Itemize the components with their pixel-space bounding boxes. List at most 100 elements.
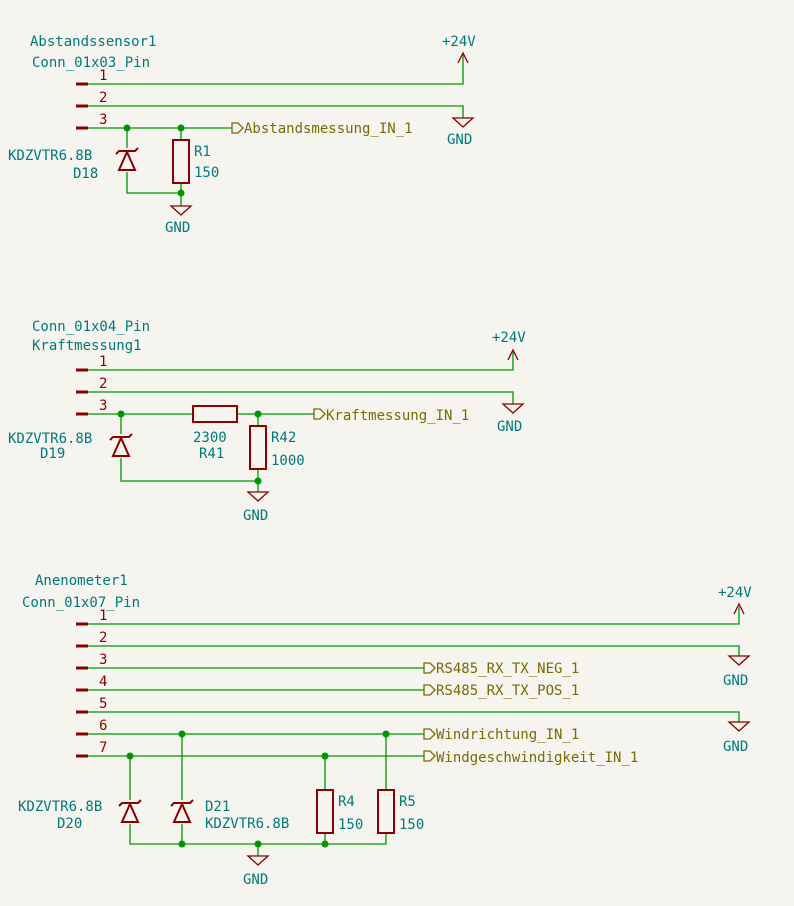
junction-dot — [178, 840, 186, 848]
wire-24v — [88, 607, 740, 625]
zener-diode-icon — [120, 801, 140, 823]
resistor-value: 150 — [399, 817, 424, 833]
resistor-ref: R41 — [199, 446, 224, 462]
pin-number-1: 1 — [99, 608, 107, 624]
resistor-icon — [249, 425, 267, 470]
zener-cathode-bar — [109, 433, 133, 441]
zener-cathode-bar — [118, 799, 142, 807]
block-kraftmessung: Conn_01x04_Pin Kraftmessung1 1 2 3 +24V … — [8, 319, 526, 524]
resistor-icon — [172, 139, 190, 184]
wire-gnd — [88, 105, 464, 118]
power-24v-label: +24V — [442, 34, 476, 50]
pin-number-2: 2 — [99, 90, 107, 106]
zener-diode-icon — [117, 149, 137, 171]
resistor-value: 150 — [338, 817, 363, 833]
wire-gnd — [88, 391, 514, 404]
connector-ref: Abstandssensor1 — [30, 34, 156, 50]
junction-dot — [254, 840, 262, 848]
junction-dot — [321, 840, 329, 848]
net-label-arrow-icon — [423, 684, 436, 696]
connector-ref: Anenometer1 — [35, 573, 128, 589]
wire-gnd — [88, 645, 740, 656]
connector-value: Conn_01x07_Pin — [22, 595, 140, 611]
wire-24v — [88, 352, 514, 371]
junction-dot — [254, 410, 262, 418]
resistor-icon — [192, 405, 238, 423]
connector-value: Conn_01x03_Pin — [32, 55, 150, 71]
power-24v-label: +24V — [718, 585, 752, 601]
gnd-label: GND — [497, 419, 522, 435]
ground-icon — [501, 403, 525, 414]
gnd-label: GND — [723, 673, 748, 689]
junction-dot — [177, 124, 185, 132]
wire-24v — [88, 55, 464, 85]
diode-value: KDZVTR6.8B — [8, 431, 92, 447]
junction-dot — [178, 730, 186, 738]
pin-number-1: 1 — [99, 354, 107, 370]
power-24v-icon — [507, 348, 519, 361]
gnd-label: GND — [447, 132, 472, 148]
junction-dot — [126, 752, 134, 760]
pin-number-7: 7 — [99, 740, 107, 756]
junction-dot — [117, 410, 125, 418]
pin-number-4: 4 — [99, 674, 107, 690]
net-label-windrichtung: Windrichtung_IN_1 — [436, 727, 579, 743]
junction-dot — [321, 752, 329, 760]
power-24v-label: +24V — [492, 330, 526, 346]
diode-ref: D18 — [73, 166, 98, 182]
resistor-ref: R1 — [194, 144, 211, 160]
net-label-abstandsmessung: Abstandsmessung_IN_1 — [244, 121, 413, 137]
resistor-ref: R5 — [399, 794, 416, 810]
block-abstandssensor: Abstandssensor1 Conn_01x03_Pin 1 2 3 +24… — [8, 34, 476, 236]
net-label-arrow-icon — [231, 122, 244, 134]
power-24v-icon — [733, 602, 745, 615]
pin-number-5: 5 — [99, 696, 107, 712]
diode-ref: D20 — [57, 816, 82, 832]
diode-value: KDZVTR6.8B — [8, 148, 92, 164]
net-label-windgeschwindigkeit: Windgeschwindigkeit_IN_1 — [436, 750, 638, 766]
gnd-label: GND — [243, 872, 268, 888]
net-label-arrow-icon — [313, 408, 326, 420]
diode-value: KDZVTR6.8B — [18, 799, 102, 815]
zener-cathode-bar — [170, 799, 194, 807]
resistor-value: 150 — [194, 165, 219, 181]
ground-icon — [727, 655, 751, 666]
connector-value: Conn_01x04_Pin — [32, 319, 150, 335]
wire-gnd — [88, 711, 740, 722]
resistor-icon — [377, 789, 395, 834]
resistor-ref: R42 — [271, 430, 296, 446]
resistor-icon — [316, 789, 334, 834]
net-label-rs485-neg: RS485_RX_TX_NEG_1 — [436, 661, 579, 677]
ground-icon — [246, 491, 270, 502]
net-label-arrow-icon — [423, 662, 436, 674]
resistor-ref: R4 — [338, 794, 355, 810]
pin-number-6: 6 — [99, 718, 107, 734]
gnd-label: GND — [723, 739, 748, 755]
connector-ref: Kraftmessung1 — [32, 338, 142, 354]
junction-dot — [177, 189, 185, 197]
junction-dot — [254, 477, 262, 485]
zener-diode-icon — [111, 435, 131, 457]
net-label-arrow-icon — [423, 750, 436, 762]
gnd-label: GND — [243, 508, 268, 524]
ground-icon — [246, 855, 270, 866]
block-anenometer: Anenometer1 Conn_01x07_Pin 1 2 3 4 5 6 7 — [18, 573, 752, 888]
junction-dot — [123, 124, 131, 132]
wire-d19-bottom — [120, 458, 258, 482]
gnd-label: GND — [165, 220, 190, 236]
pin-number-3: 3 — [99, 652, 107, 668]
net-label-kraftmessung: Kraftmessung_IN_1 — [326, 408, 469, 424]
wire-d18-bottom — [126, 172, 181, 194]
junction-dot — [382, 730, 390, 738]
diode-value: KDZVTR6.8B — [205, 816, 289, 832]
ground-icon — [727, 721, 751, 732]
ground-icon — [169, 205, 193, 216]
power-24v-icon — [457, 51, 469, 64]
ground-icon — [451, 117, 475, 128]
zener-diode-icon — [172, 801, 192, 823]
resistor-value: 2300 — [193, 430, 227, 446]
net-label-rs485-pos: RS485_RX_TX_POS_1 — [436, 683, 579, 699]
net-label-arrow-icon — [423, 728, 436, 740]
resistor-value: 1000 — [271, 453, 305, 469]
